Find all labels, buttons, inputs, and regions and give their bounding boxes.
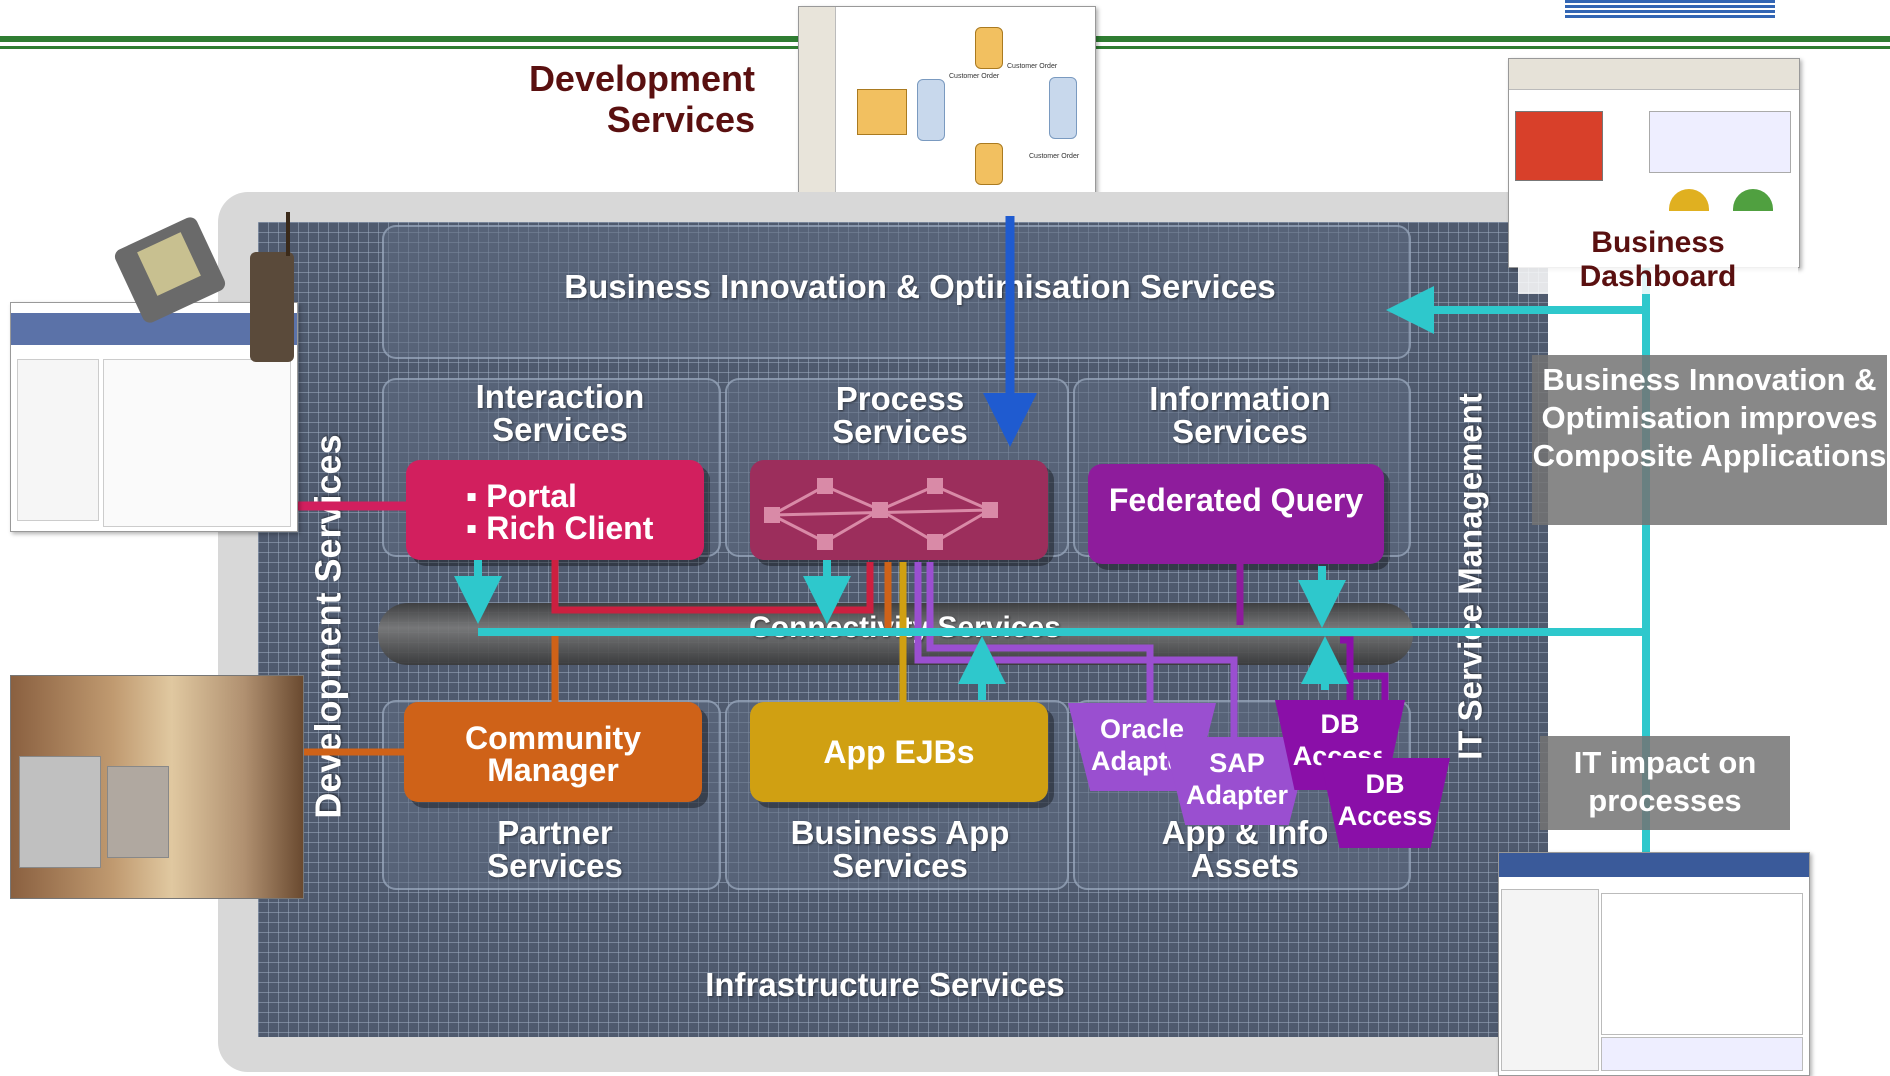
interaction-services-label: Interaction Services [475, 378, 645, 448]
gauge-thumbnail [1669, 189, 1709, 211]
gauge-thumbnail [1733, 189, 1773, 211]
flow-label: Customer Order [1029, 153, 1080, 160]
process-flow-box[interactable] [750, 460, 1048, 560]
rich-client-item: ▪ Rich Client [466, 510, 654, 546]
infrastructure-services-label: Infrastructure Services [705, 966, 1065, 1003]
window-titlebar [1499, 853, 1809, 877]
business-app-services-label: Business App Services [790, 814, 1010, 884]
db-access-2[interactable]: DB Access [1320, 758, 1450, 848]
dashboard-table [1649, 111, 1791, 173]
business-dashboard-screenshot [1508, 58, 1800, 268]
flow-node [975, 27, 1003, 69]
mobile-phone [250, 252, 294, 362]
event-table [1601, 1037, 1803, 1071]
process-designer-screenshot: Customer Order Customer Order Customer O… [798, 6, 1096, 218]
portal-screenshot [10, 302, 298, 532]
cargo-container [107, 766, 169, 858]
app-ejbs-box[interactable]: App EJBs [750, 702, 1048, 802]
us-map-thumbnail [1515, 111, 1603, 181]
development-services-title: Development Services [528, 58, 755, 140]
tree-panel [1501, 889, 1599, 1071]
process-flow-icon [764, 478, 998, 550]
topology-panel [1601, 893, 1803, 1035]
process-services-label: Process Services [832, 380, 968, 450]
portal-rich-client-box[interactable]: ▪ Portal ▪ Rich Client [406, 460, 704, 560]
federated-query-box[interactable]: Federated Query [1088, 464, 1384, 564]
it-service-management-label: IT Service Management [1451, 393, 1489, 760]
portal-left-column [17, 359, 99, 521]
business-innovation-label: Business Innovation & Optimisation Servi… [564, 268, 1276, 305]
information-services-label: Information Services [1149, 380, 1331, 450]
tool-palette [799, 7, 836, 217]
flow-label: Customer Order [949, 73, 1000, 80]
flow-label: Customer Order [1007, 63, 1058, 70]
warehouse-photo [10, 675, 304, 899]
portal-main-table [103, 359, 291, 527]
bio-callout: Business Innovation & Optimisation impro… [1532, 355, 1887, 525]
flow-node [975, 143, 1003, 185]
community-manager-box[interactable]: Community Manager [404, 702, 702, 802]
ibm-logo [1565, 0, 1775, 18]
cargo-container [19, 756, 101, 868]
flow-node [917, 79, 945, 141]
it-service-screenshot [1498, 852, 1810, 1076]
development-services-vertical-label: Development Services [307, 434, 349, 819]
phone-antenna [286, 212, 290, 256]
connectivity-services-label: Connectivity Services [749, 611, 1061, 644]
process-flow-thumbnail [857, 89, 907, 135]
partner-services-label: Partner Services [487, 814, 623, 884]
business-dashboard-label: Business Dashboard [1518, 226, 1798, 294]
flow-node [1049, 77, 1077, 139]
browser-toolbar [1509, 59, 1799, 90]
it-impact-callout: IT impact on processes [1540, 736, 1790, 830]
